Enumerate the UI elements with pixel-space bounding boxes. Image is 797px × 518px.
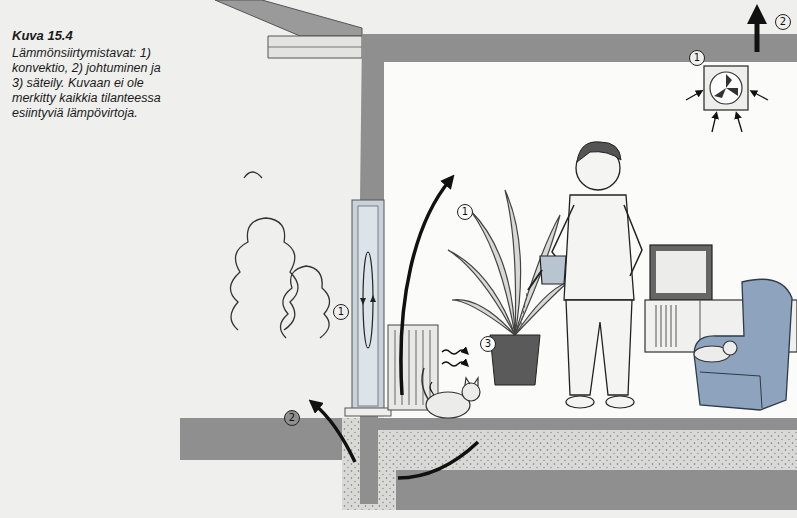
shelf-records [656,300,700,352]
air-arrow [686,92,700,100]
callout-number: 3 [480,336,496,352]
eaves-line [268,47,362,48]
foundation-wall [360,412,378,504]
window-pane [358,206,378,406]
man-figure [520,142,642,408]
man-arm [624,205,642,276]
ventilation-fan [686,66,768,132]
cat-floor [422,368,480,418]
cat-head [723,341,737,355]
air-arrow [753,92,768,100]
man-foot [606,396,634,408]
callout-number: 1 [689,50,705,66]
watering-can-spout [528,270,542,290]
floor-slab-concrete [342,418,797,510]
cat-ears [465,378,478,386]
outside-ground [180,418,342,460]
callout-number: 1 [457,204,473,220]
tree-outline [280,266,329,338]
eaves-fascia [268,36,362,58]
callout-number: 2 [284,410,300,426]
palm-leaf [448,250,515,335]
palm-leaf [515,282,568,335]
floor-surface [378,418,797,430]
subsoil [396,470,797,510]
roof-slope [215,0,362,36]
radiation-arrow [442,362,466,366]
conduction-arrow [755,14,760,52]
tree-tip [244,172,262,178]
watering-can [540,256,566,284]
loop-arrowhead [370,295,376,302]
tv-screen [656,251,706,293]
window-frame [352,200,384,412]
man-foot [566,396,594,408]
callout-number: 1 [333,304,349,320]
potted-palm [448,190,568,385]
tv-set [650,245,712,300]
armchair [694,279,792,410]
armchair-seat [700,372,762,408]
radiation-arrow [442,350,466,354]
air-arrow [712,115,716,132]
cat-tail [422,368,430,402]
figure-title: Kuva 15.4 [12,28,162,44]
air-arrow [737,115,742,132]
conduction-arrow [398,442,478,478]
water-stream [520,293,527,330]
fan-housing [704,66,748,110]
man-arm [552,205,574,262]
ceiling-wall-structure [360,34,797,200]
figure-caption: Lämmönsiirtymistavat: 1) konvektio, 2) j… [12,46,162,121]
window-sill [345,408,391,416]
fan-ring [710,72,742,104]
palm-leaf [452,300,515,335]
man-hair [577,142,621,162]
man-trousers [566,300,632,395]
room-interior [384,62,797,418]
loop-arrowhead [360,298,366,305]
cat-head [462,383,480,401]
palm-leaf [505,190,521,335]
man-shirt [564,195,634,300]
fan-blades [714,74,738,98]
conduction-arrow [314,404,355,462]
callout-number: 2 [775,14,791,30]
plant-pot [490,335,540,385]
